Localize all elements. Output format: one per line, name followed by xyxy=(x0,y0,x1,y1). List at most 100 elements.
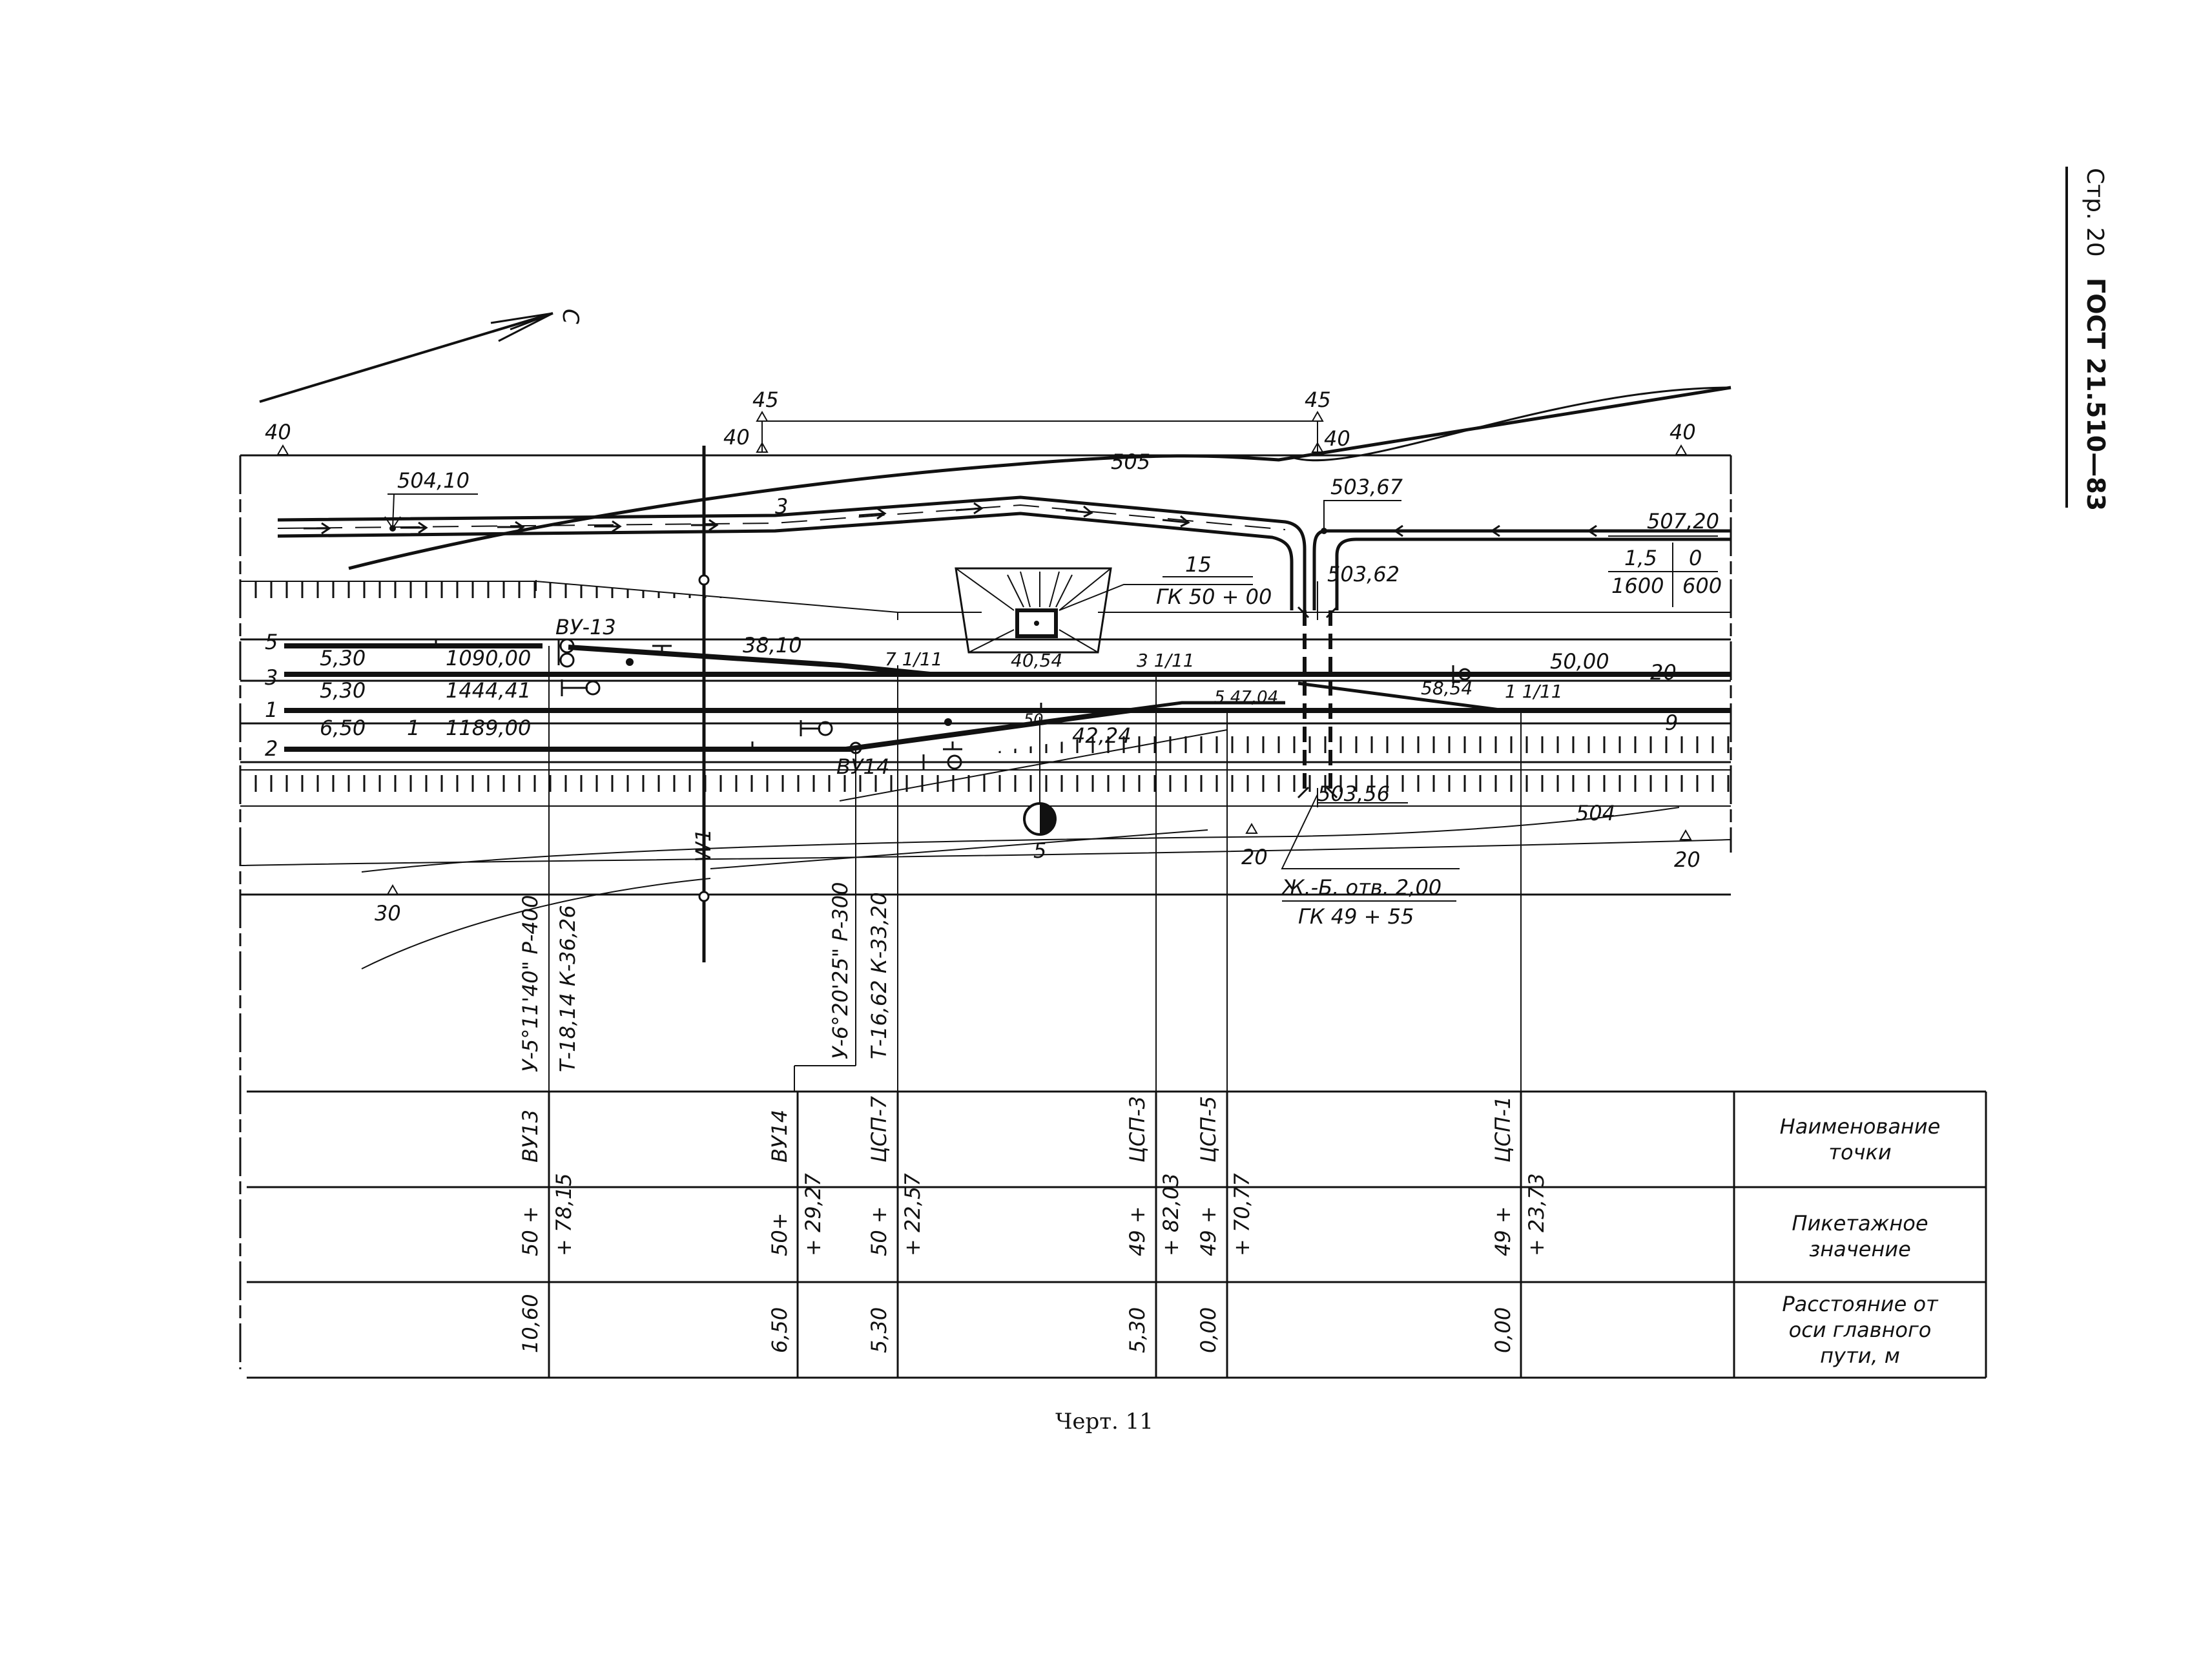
table-cell-pk-a: 49 + xyxy=(1491,1206,1515,1256)
contour-40-right2: 40 xyxy=(1669,420,1696,444)
table-cell-pk-a: 49 + xyxy=(1196,1206,1221,1256)
mark-50-00: 50,00 xyxy=(1550,649,1609,674)
table-cell-name: ВУ14 xyxy=(767,1110,792,1163)
row-header-name-1: Наименование xyxy=(1780,1114,1941,1139)
track-labels: 5,30 1090,00 5,30 1444,41 6,50 1 1189,00… xyxy=(320,446,1609,1092)
table-cell-pk-a: 49 + xyxy=(1125,1206,1150,1256)
w1-label: W1 xyxy=(691,829,716,862)
track-number-3: 3 xyxy=(265,665,278,690)
row-header-pk-2: значение xyxy=(1809,1237,1911,1261)
row-header-name-2: точки xyxy=(1828,1140,1891,1165)
table-cell-pk-a: 50 + xyxy=(867,1206,891,1256)
mark-1-1-11: 1 1/11 xyxy=(1505,681,1563,702)
curve14-params: У-6°20'25" Р-300 xyxy=(828,882,853,1059)
north-label: С xyxy=(557,309,583,324)
table-cell-dist: 0,00 xyxy=(1196,1307,1221,1353)
elev-503-62: 503,62 xyxy=(1327,562,1400,586)
table-cell-pk-b: + 22,57 xyxy=(900,1173,925,1256)
contour-labels: 40 45 40 45 40 40 505 504 5 20 20 30 xyxy=(265,388,1700,926)
row-header-dist-1: Расстояние от xyxy=(1782,1292,1939,1316)
table-cell-pk-b: + 70,77 xyxy=(1230,1173,1254,1256)
table-cells: ВУ13 50 + + 78,15 10,60 ВУ14 50+ + 29,27 6,50 ЦС… xyxy=(518,1095,1549,1353)
table-cell-pk-a: 50+ xyxy=(767,1212,792,1256)
mark-7-1-11: 7 1/11 xyxy=(885,648,943,670)
slope-1-5: 1,5 xyxy=(1624,546,1657,570)
gk-49-55: ГК 49 + 55 xyxy=(1298,904,1414,929)
standard-number: ГОСТ 21.510—83 xyxy=(2082,278,2110,511)
len-1189: 1189,00 xyxy=(446,716,531,740)
row-header-dist-2: оси главного xyxy=(1789,1318,1932,1342)
dist-6-50: 6,50 xyxy=(320,716,366,740)
elev-503-56: 503,56 xyxy=(1318,782,1390,806)
slope-600: 600 xyxy=(1682,574,1722,598)
contour-20-right: 20 xyxy=(1674,847,1700,872)
culvert-label: Ж.-Б. отв. 2,00 xyxy=(1281,875,1442,900)
track-label-1: 1 xyxy=(407,716,420,740)
track-number-9: 9 xyxy=(1665,710,1678,735)
vu14-label: ВУ14 xyxy=(836,754,889,779)
table-cell-pk-b: + 29,27 xyxy=(801,1173,825,1256)
coordinates-table: Наименование точки Пикетажное значение Р… xyxy=(247,1090,1987,1379)
road-number-3: 3 xyxy=(775,494,788,519)
vu13-label: ВУ-13 xyxy=(555,615,616,639)
figure-caption: Черт. 11 xyxy=(1055,1409,1153,1435)
table-cell-dist: 6,50 xyxy=(767,1307,792,1353)
north-arrow: С xyxy=(259,309,583,403)
curve13-params: У-5°11'40" Р-400 xyxy=(518,895,543,1072)
contour-505: 505 xyxy=(1111,450,1150,474)
row-header-dist-3: пути, м xyxy=(1820,1343,1900,1368)
table-cell-name: ЦСП-3 xyxy=(1125,1096,1150,1163)
contour-30: 30 xyxy=(375,901,401,926)
page-header: Стр. 20 ГОСТ 21.510—83 xyxy=(2082,168,2110,511)
table-cell-pk-a: 50 + xyxy=(518,1206,543,1256)
mark-42-24: 42,24 xyxy=(1072,723,1132,748)
mark-3-1-11: 3 1/11 xyxy=(1137,650,1195,671)
upper-road: 3 504,10 503,67 507,20 1,5 0 1600 600 xyxy=(277,468,1731,610)
slope-0: 0 xyxy=(1689,546,1702,570)
table-cell-name: ЦСП-7 xyxy=(867,1095,891,1163)
mark-40-54: 40,54 xyxy=(1011,650,1062,671)
dist-5-30-b: 5,30 xyxy=(320,678,366,703)
table-cell-name: ЦСП-1 xyxy=(1491,1096,1515,1163)
table-cell-dist: 5,30 xyxy=(867,1307,891,1353)
mark-58-54: 58,54 xyxy=(1421,678,1473,699)
table-cell-dist: 10,60 xyxy=(518,1294,543,1353)
contour-40-left: 40 xyxy=(265,420,291,444)
table-cell-dist: 0,00 xyxy=(1491,1307,1515,1353)
mark-38-10: 38,10 xyxy=(743,633,802,658)
len-1444: 1444,41 xyxy=(446,678,531,703)
row-header-pk-1: Пикетажное xyxy=(1792,1211,1928,1236)
table-cell-pk-b: + 78,15 xyxy=(552,1173,576,1256)
contour-40-right1: 40 xyxy=(1324,426,1350,451)
railway-tracks: 5 3 1 2 20 9 503,62 503,56 Ж.-Б. отв. 2,… xyxy=(240,562,1731,929)
elev-503-67: 503,67 xyxy=(1330,475,1403,499)
building-platform: 15 ГК 50 + 00 xyxy=(955,552,1272,654)
table-cell-pk-b: + 23,73 xyxy=(1524,1173,1549,1256)
track-number-5: 5 xyxy=(265,630,278,654)
page-number: Стр. 20 xyxy=(2082,168,2108,257)
table-cell-dist: 5,30 xyxy=(1125,1307,1150,1353)
track-number-20: 20 xyxy=(1650,660,1677,685)
table-cell-name: ВУ13 xyxy=(518,1110,543,1163)
mark-15: 15 xyxy=(1185,552,1212,577)
contour-45-left: 45 xyxy=(752,388,779,412)
curve14-params-2: Т-16,62 К-33,20 xyxy=(867,892,891,1059)
len-1090: 1090,00 xyxy=(446,646,531,670)
contour-40-mid: 40 xyxy=(723,425,750,450)
table-cell-pk-b: + 82,03 xyxy=(1159,1173,1183,1256)
slope-1600: 1600 xyxy=(1611,574,1664,598)
elev-507-20: 507,20 xyxy=(1647,509,1719,533)
table-cell-name: ЦСП-5 xyxy=(1196,1096,1221,1163)
track-number-1: 1 xyxy=(265,698,278,722)
contour-20-mid: 20 xyxy=(1241,845,1268,869)
contour-5: 5 xyxy=(1033,838,1046,863)
curve13-params-2: Т-18,14 К-36,26 xyxy=(555,905,580,1072)
dist-5-30-a: 5,30 xyxy=(320,646,366,670)
mark-5-47-04: 5 47,04 xyxy=(1214,688,1278,707)
elev-504-10: 504,10 xyxy=(397,468,470,493)
track-number-2: 2 xyxy=(265,736,278,761)
embankment-slopes xyxy=(240,580,1731,807)
gk-50-00: ГК 50 + 00 xyxy=(1156,585,1272,609)
